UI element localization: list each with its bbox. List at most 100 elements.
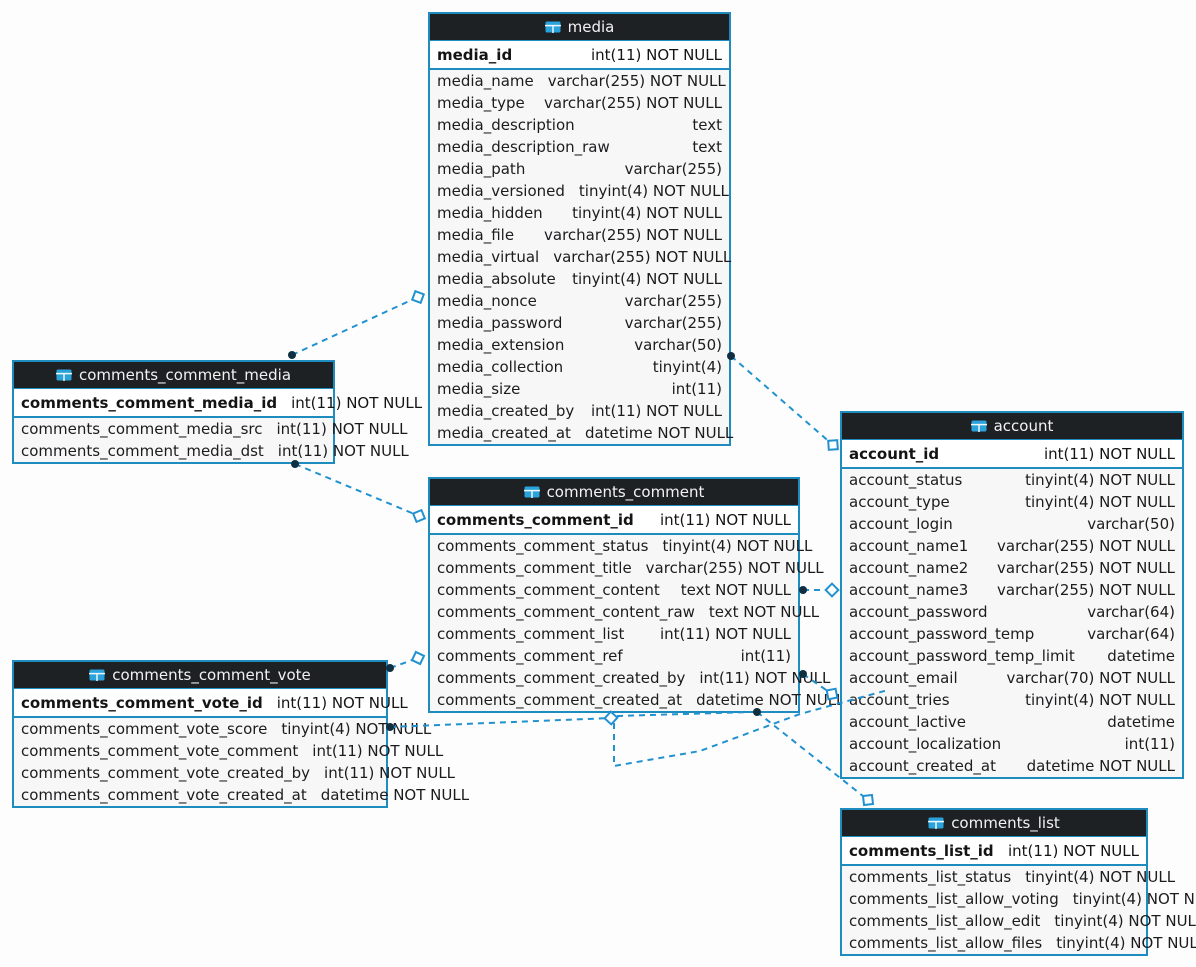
field-type: int(11) NOT NULL bbox=[591, 402, 722, 420]
field-row: media_description text bbox=[430, 114, 729, 136]
field-name: media_nonce bbox=[437, 292, 537, 310]
field-row: media_created_at datetime NOT NULL bbox=[430, 422, 733, 444]
field-name: comments_comment_content bbox=[437, 581, 660, 599]
relation-diamond-endpoint bbox=[861, 793, 875, 807]
field-name: comments_list_allow_files bbox=[849, 934, 1043, 952]
table-icon bbox=[523, 486, 540, 498]
table-name: comments_comment_media bbox=[78, 366, 292, 384]
field-name: account_password bbox=[849, 603, 988, 621]
field-name: comments_comment_media_dst bbox=[21, 442, 264, 460]
field-type: datetime NOT NULL bbox=[696, 691, 845, 709]
primary-key-name: comments_comment_id bbox=[437, 510, 634, 529]
primary-key-name: comments_comment_vote_id bbox=[21, 693, 263, 712]
primary-key-name: comments_comment_media_id bbox=[21, 393, 278, 412]
field-type: varchar(50) bbox=[634, 336, 722, 354]
field-type: int(11) NOT NULL bbox=[312, 742, 444, 760]
table-titlebar-comments_list[interactable]: comments_list bbox=[842, 810, 1146, 837]
table-titlebar-comments_comment[interactable]: comments_comment bbox=[430, 479, 798, 506]
field-type: datetime NOT NULL bbox=[584, 424, 734, 442]
table-comments_comment_vote[interactable]: comments_comment_vote comments_comment_vo… bbox=[12, 660, 469, 808]
field-name: account_name3 bbox=[849, 581, 969, 599]
field-type: varchar(255) bbox=[624, 314, 722, 332]
field-name: media_name bbox=[437, 72, 534, 90]
field-type: tinyint(4) NOT NULL bbox=[1025, 471, 1175, 489]
field-type: tinyint(4) NOT NULL bbox=[1054, 912, 1196, 930]
field-row: account_password_temp varchar(64) bbox=[842, 623, 1182, 645]
table-titlebar-media[interactable]: media bbox=[430, 14, 729, 41]
field-row: account_type tinyint(4) NOT NULL bbox=[842, 491, 1182, 513]
field-type: varchar(255) NOT NULL bbox=[544, 226, 722, 244]
primary-key-type: int(11) NOT NULL bbox=[1044, 444, 1175, 463]
table-icon bbox=[544, 21, 561, 33]
field-name: account_lactive bbox=[849, 713, 967, 731]
field-name: account_password_temp bbox=[849, 625, 1035, 643]
field-type: tinyint(4) NOT NULL bbox=[1025, 868, 1176, 886]
field-type: tinyint(4) NOT NULL bbox=[662, 537, 813, 555]
field-type: tinyint(4) NOT NULL bbox=[1072, 890, 1196, 908]
primary-key-type: int(11) NOT NULL bbox=[276, 693, 408, 712]
field-type: varchar(50) bbox=[1087, 515, 1175, 533]
table-titlebar-comments_comment_media[interactable]: comments_comment_media bbox=[14, 362, 333, 389]
relationship-media-to-account bbox=[727, 352, 839, 451]
primary-key-type: int(11) NOT NULL bbox=[1008, 841, 1139, 860]
relationship-comments_comment-to-account bbox=[799, 582, 840, 598]
field-row: media_file varchar(255) NOT NULL bbox=[430, 224, 729, 246]
table-titlebar-account[interactable]: account bbox=[842, 413, 1182, 440]
field-name: account_password_temp_limit bbox=[849, 647, 1075, 665]
primary-key-row: media_id int(11) NOT NULL bbox=[430, 41, 729, 70]
field-type: varchar(70) NOT NULL bbox=[1006, 669, 1175, 687]
field-name: media_file bbox=[437, 226, 515, 244]
table-titlebar-comments_comment_vote[interactable]: comments_comment_vote bbox=[14, 662, 386, 689]
field-name: media_description bbox=[437, 116, 575, 134]
field-name: media_description_raw bbox=[437, 138, 610, 156]
relation-dashed-line bbox=[730, 355, 834, 446]
field-name: media_created_at bbox=[437, 424, 571, 442]
field-row: comments_list_allow_edit tinyint(4) NOT N… bbox=[842, 910, 1196, 932]
relationship-comments_comment_media-to-comments_comment bbox=[291, 460, 427, 524]
field-type: text NOT NULL bbox=[708, 603, 820, 621]
relation-dot-endpoint bbox=[288, 351, 296, 359]
field-type: text NOT NULL bbox=[680, 581, 791, 599]
field-type: varchar(255) NOT NULL bbox=[997, 581, 1175, 599]
relation-diamond-endpoint bbox=[827, 439, 839, 451]
primary-key-name: media_id bbox=[437, 45, 513, 64]
field-type: int(11) NOT NULL bbox=[660, 625, 791, 643]
relation-diamond-endpoint bbox=[410, 650, 426, 666]
primary-key-type: int(11) NOT NULL bbox=[591, 45, 722, 64]
field-name: comments_comment_created_at bbox=[437, 691, 683, 709]
field-name: media_hidden bbox=[437, 204, 543, 222]
field-name: comments_comment_vote_comment bbox=[21, 742, 299, 760]
field-name: comments_comment_vote_score bbox=[21, 720, 268, 738]
field-type: varchar(64) bbox=[1087, 625, 1175, 643]
field-name: account_type bbox=[849, 493, 950, 511]
field-type: text bbox=[692, 116, 722, 134]
field-type: tinyint(4) NOT NULL bbox=[1025, 493, 1175, 511]
field-name: comments_list_allow_edit bbox=[849, 912, 1041, 930]
field-type: varchar(255) NOT NULL bbox=[997, 537, 1175, 555]
table-comments_comment_media[interactable]: comments_comment_media comments_comment_m… bbox=[12, 360, 422, 464]
table-name: comments_comment_vote bbox=[112, 666, 311, 684]
